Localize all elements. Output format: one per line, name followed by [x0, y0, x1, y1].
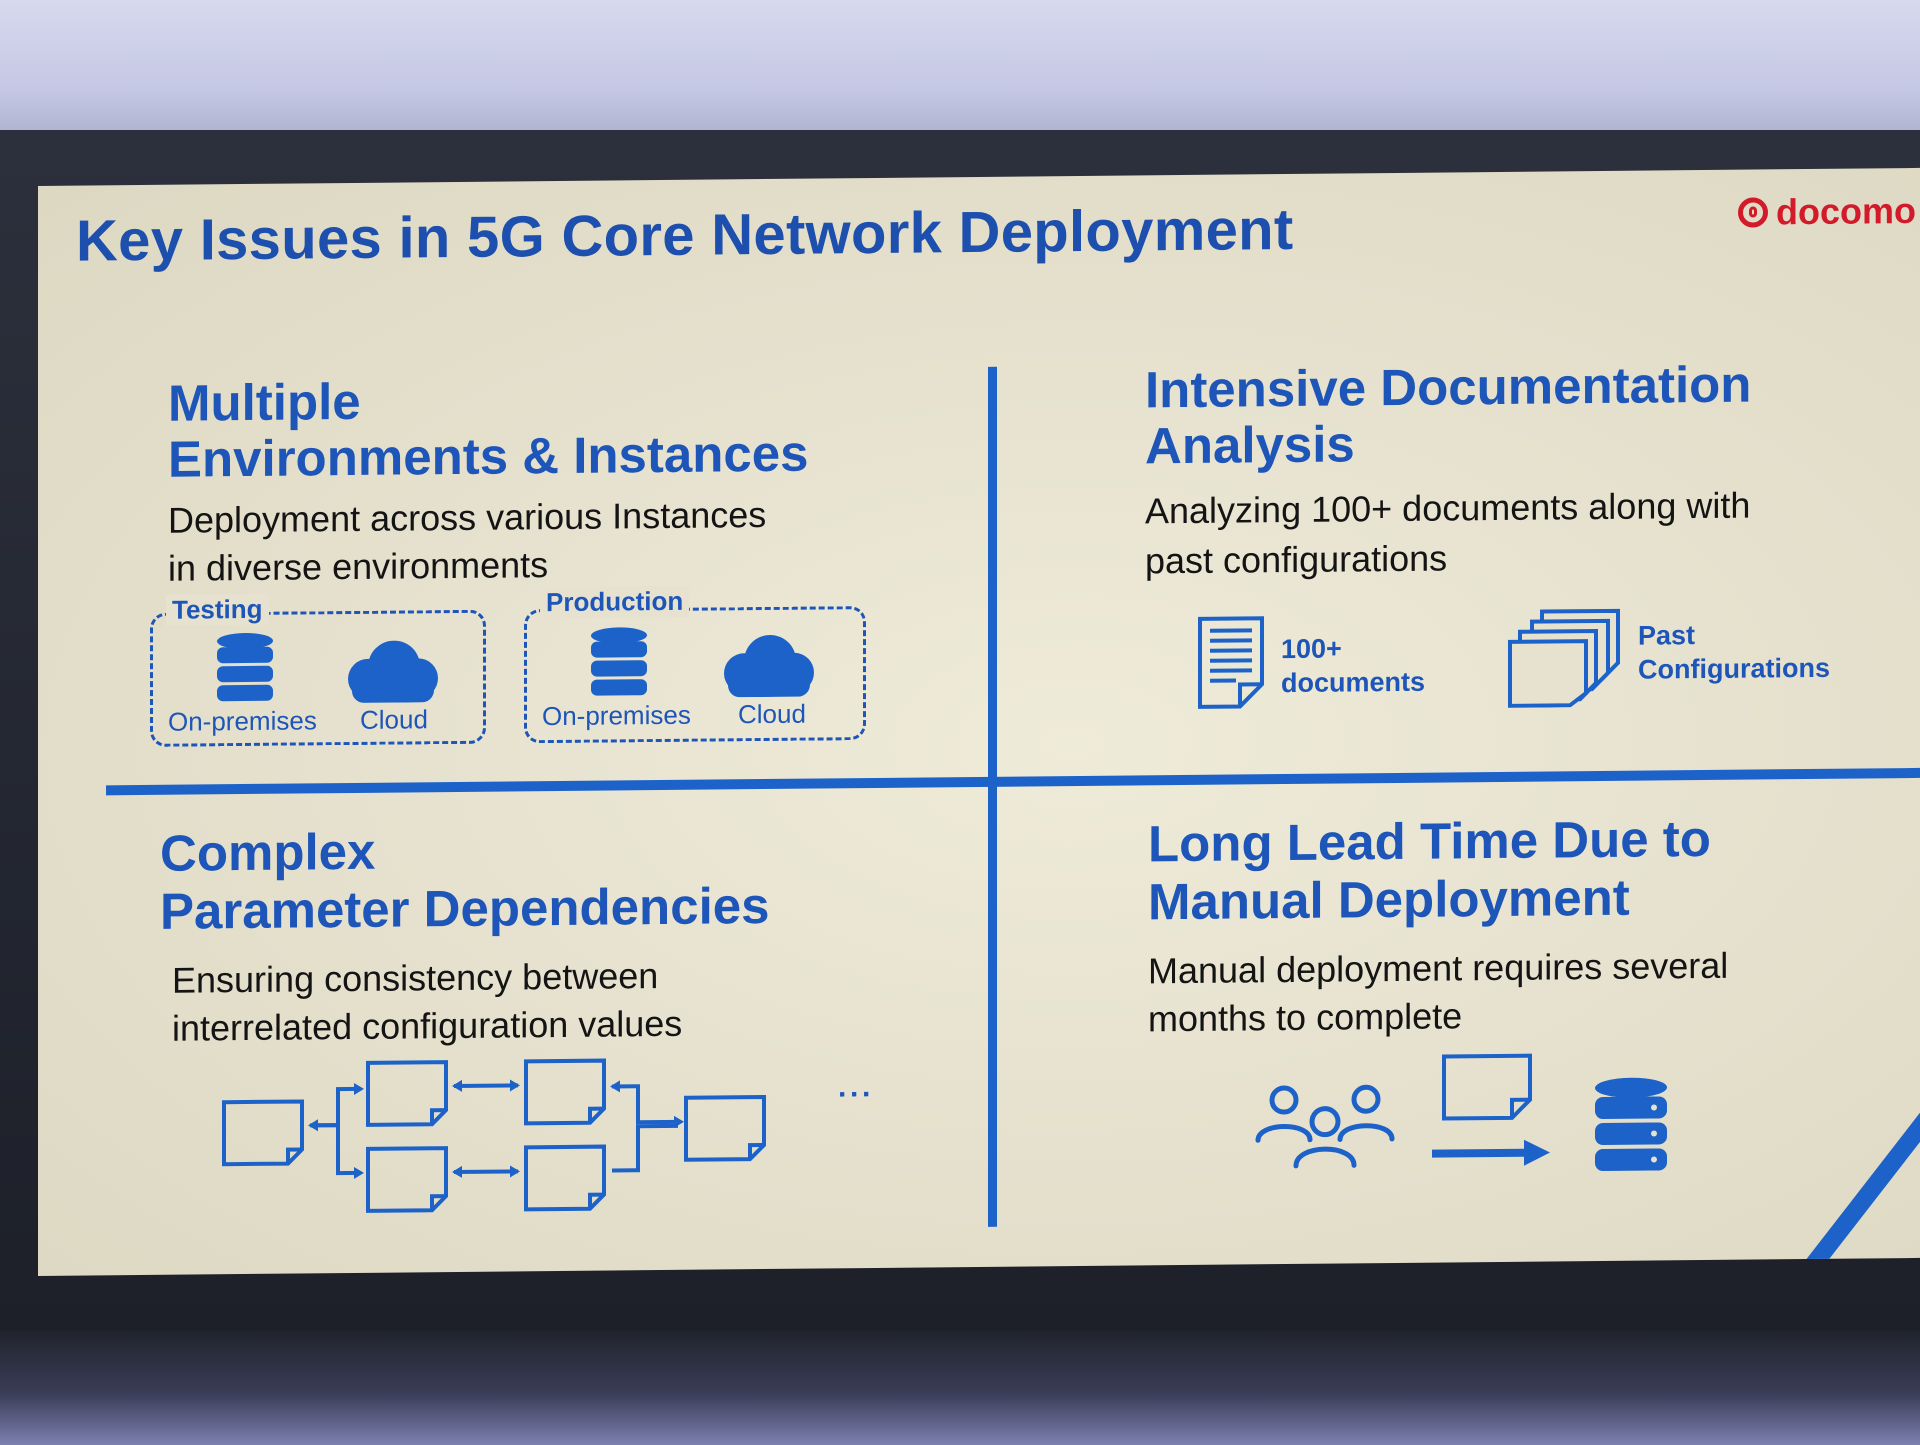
quadrant-multiple-environments: Multiple Environments & Instances Deploy… — [38, 168, 1920, 747]
q2-desc-line1: Analyzing 100+ documents along with — [1145, 484, 1751, 532]
diagram-ellipsis: ··· — [838, 1077, 874, 1112]
env-testing-cloud-label: Cloud — [360, 704, 428, 735]
q4-title-line2: Manual Deployment — [1148, 868, 1630, 931]
q4-title-line1: Long Lead Time Due to — [1148, 809, 1711, 873]
env-group-testing-label: Testing — [166, 593, 269, 626]
horizontal-divider — [106, 767, 1920, 796]
q2-title-line2: Analysis — [1145, 415, 1355, 475]
q2-title-line1: Intensive Documentation — [1145, 355, 1752, 419]
corner-accent-stripe — [1751, 1076, 1920, 1276]
arrow-right-icon — [1432, 1137, 1550, 1173]
q3-title-line1: Complex — [160, 822, 376, 882]
q1-desc-line1: Deployment across various Instances — [168, 494, 767, 541]
q2-desc-line2: past configurations — [1145, 537, 1448, 582]
docomo-logo-text: docomo — [1776, 189, 1916, 233]
slide-screen: Key Issues in 5G Core Network Deployment… — [38, 167, 1920, 1276]
env-group-production-label: Production — [540, 585, 690, 619]
database-icon — [1592, 1076, 1670, 1178]
docomo-logo-mark-icon — [1738, 197, 1768, 228]
quadrant-manual-deployment: Long Lead Time Due to Manual Deployment … — [38, 168, 1920, 1171]
vertical-divider — [988, 366, 997, 1227]
q1-title-line1: Multiple — [168, 372, 361, 432]
background-wall — [0, 0, 1920, 150]
stacked-configurations-icon — [1506, 607, 1626, 713]
database-icon — [214, 632, 276, 710]
people-group-icon — [1250, 1079, 1400, 1175]
cloud-icon — [338, 640, 442, 708]
document-icon — [1196, 614, 1268, 716]
manual-deploy-document-icon — [1438, 1052, 1538, 1138]
parameter-dependency-diagram — [218, 1045, 818, 1236]
q4-desc-line1: Manual deployment requires several — [1148, 944, 1729, 992]
q1-title-line2: Environments & Instances — [168, 424, 809, 488]
env-group-production: Production — [38, 168, 1920, 744]
documents-count-label: 100+ — [1281, 633, 1342, 665]
q3-desc-line2: interrelated configuration values — [172, 1002, 683, 1049]
past-configurations-label-line2: Configurations — [1638, 652, 1830, 685]
env-testing-onprem-label: On-premises — [168, 705, 317, 737]
quadrant-documentation-analysis: Intensive Documentation Analysis Analyzi… — [38, 168, 1920, 709]
documents-word-label: documents — [1281, 666, 1426, 699]
slide-title: Key Issues in 5G Core Network Deployment — [76, 196, 1294, 274]
env-production-onprem-label: On-premises — [542, 699, 691, 732]
database-icon — [588, 626, 650, 704]
q4-desc-line2: months to complete — [1148, 995, 1463, 1040]
q1-desc-line2: in diverse environments — [168, 544, 549, 589]
past-configurations-label-line1: Past — [1638, 620, 1696, 651]
quadrant-parameter-dependencies: Complex Parameter Dependencies Ensuring … — [38, 168, 1920, 1213]
docomo-logo: docomo — [1738, 190, 1916, 234]
q3-title-line2: Parameter Dependencies — [160, 876, 770, 940]
q3-desc-line1: Ensuring consistency between — [172, 955, 659, 1001]
env-group-testing: Testing — [38, 168, 1920, 747]
cloud-icon — [714, 634, 818, 703]
env-production-cloud-label: Cloud — [738, 698, 806, 730]
background-floor — [0, 1330, 1920, 1445]
